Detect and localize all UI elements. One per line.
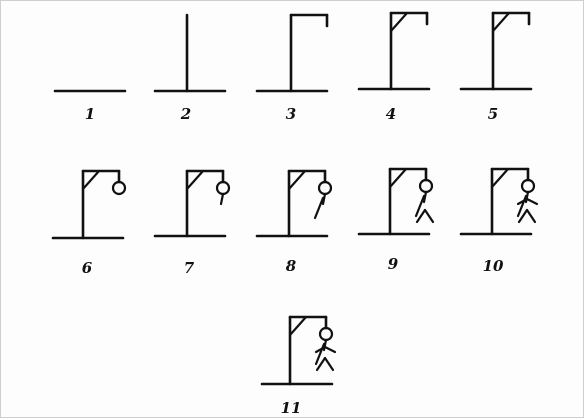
gallows-brace bbox=[290, 317, 306, 335]
figure-head bbox=[113, 182, 125, 194]
figure-neck bbox=[221, 194, 223, 204]
stage-number-label: 4 bbox=[386, 105, 396, 123]
figure-head bbox=[320, 328, 332, 340]
figure-right-arm bbox=[325, 347, 335, 352]
figure-head bbox=[217, 182, 229, 194]
gallows-brace bbox=[83, 171, 99, 189]
hangman-stage-4: 4 bbox=[359, 13, 429, 123]
figure-head bbox=[522, 180, 534, 192]
stage-number-label: 6 bbox=[82, 259, 93, 277]
stage-number-label: 9 bbox=[388, 255, 399, 273]
hangman-stage-2: 2 bbox=[155, 15, 225, 123]
gallows-brace bbox=[492, 169, 508, 187]
hangman-stage-5: 5 bbox=[461, 13, 531, 123]
gallows-brace bbox=[391, 13, 407, 31]
hangman-stage-3: 3 bbox=[257, 15, 327, 123]
stage-number-label: 5 bbox=[488, 105, 498, 123]
figure-right-leg bbox=[425, 210, 433, 222]
hangman-stage-1: 1 bbox=[55, 91, 125, 123]
gallows-brace bbox=[289, 171, 305, 189]
stage-number-label: 8 bbox=[286, 257, 297, 275]
gallows-brace bbox=[493, 13, 509, 31]
figure-right-leg bbox=[527, 210, 535, 222]
figure-torso bbox=[315, 198, 323, 218]
figure-right-leg bbox=[325, 358, 333, 370]
hangman-stage-9: 9 bbox=[359, 169, 433, 273]
hangman-stage-7: 7 bbox=[155, 171, 229, 277]
hangman-stage-8: 8 bbox=[257, 171, 331, 275]
hangman-stage-11: 11 bbox=[262, 317, 335, 417]
figure-head bbox=[319, 182, 331, 194]
stage-number-label: 10 bbox=[483, 257, 504, 275]
hangman-stage-10: 10 bbox=[461, 169, 537, 275]
stage-number-label: 11 bbox=[281, 399, 302, 417]
hangman-stage-6: 6 bbox=[53, 171, 125, 277]
stage-number-label: 1 bbox=[85, 105, 95, 123]
stage-number-label: 7 bbox=[184, 259, 195, 277]
gallows-brace bbox=[390, 169, 406, 187]
stage-number-label: 3 bbox=[286, 105, 296, 123]
gallows-brace bbox=[187, 171, 203, 189]
figure-head bbox=[420, 180, 432, 192]
figure-right-arm bbox=[527, 199, 537, 204]
stage-number-label: 2 bbox=[180, 105, 191, 123]
